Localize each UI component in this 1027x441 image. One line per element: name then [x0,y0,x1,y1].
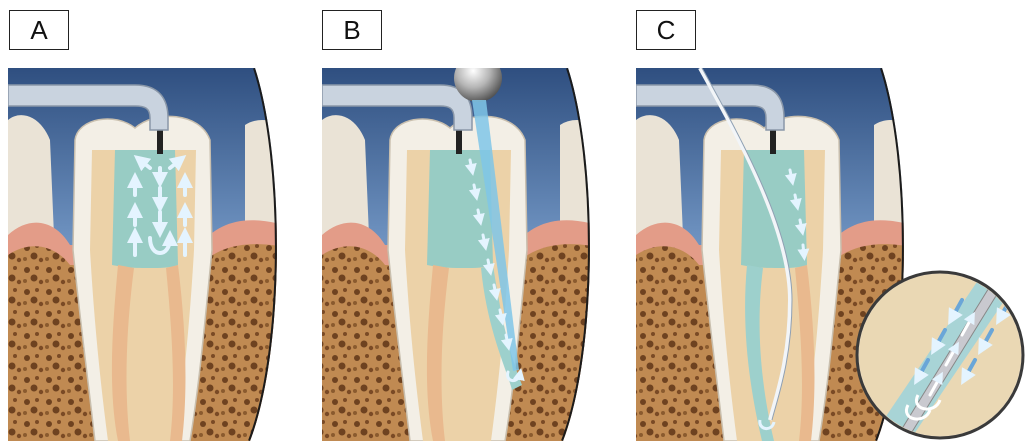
panel-b [322,54,612,441]
access-opening [770,128,776,154]
access-opening [456,128,462,154]
syringe-hub [454,54,502,102]
magnified-inset [855,270,1025,440]
panel-a [8,68,300,441]
access-opening [157,128,163,154]
